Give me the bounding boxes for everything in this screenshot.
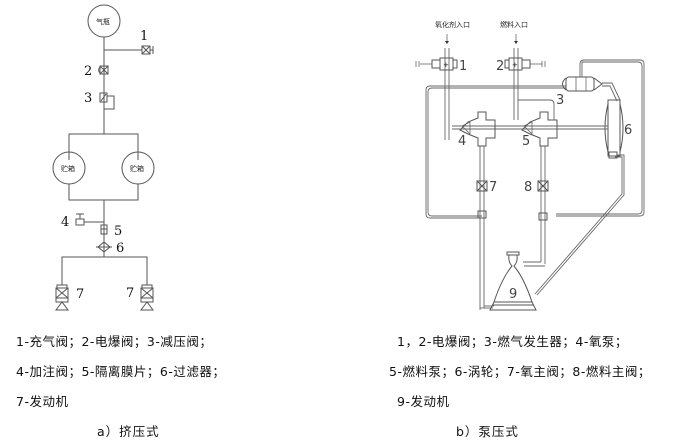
engine-7-right xyxy=(140,284,154,311)
callout-b-7: 7 xyxy=(489,180,497,195)
callout-b-4: 4 xyxy=(458,134,466,149)
callout-1: 1 xyxy=(140,29,148,44)
fuel-pump-5 xyxy=(521,111,558,147)
legend-b-line-2: 5-燃料泵；6-涡轮；7-氧主阀；8-燃料主阀； xyxy=(389,364,651,379)
callout-5: 5 xyxy=(114,224,122,239)
callout-b-8: 8 xyxy=(524,180,532,195)
tank-left-label: 贮箱 xyxy=(61,164,75,173)
callout-b-6: 6 xyxy=(624,123,632,138)
callout-2: 2 xyxy=(84,64,92,79)
explosive-valve-1: + xyxy=(415,48,458,140)
oxygen-main-valve-7 xyxy=(476,180,488,192)
svg-text:+: + xyxy=(443,61,449,69)
callout-b-9: 9 xyxy=(509,287,517,302)
fuel-main-valve-8 xyxy=(537,180,549,192)
callout-7-right: 7 xyxy=(126,286,134,301)
legend-a-line-1: 1-充气阀；2-电爆阀；3-减压阀； xyxy=(16,334,213,349)
gas-generator-3 xyxy=(562,76,603,92)
oxygen-pump-4 xyxy=(459,111,496,147)
callout-b-2: 2 xyxy=(496,59,504,74)
diagram-b-pump-fed: 氧化剂入口 燃料入口 + 1 + 2 xyxy=(415,20,645,311)
fill-valve-4 xyxy=(75,218,85,226)
legend-b-line-1: 1，2-电爆阀；3-燃气发生器；4-氧泵； xyxy=(397,334,628,349)
filter-6 xyxy=(97,241,111,253)
pressure-reducer-3 xyxy=(99,92,108,103)
callout-7-left: 7 xyxy=(76,287,84,302)
legend-a-line-3: 7-发动机 xyxy=(16,394,69,409)
caption-a: a）挤压式 xyxy=(97,424,160,439)
explosive-valve-2: + xyxy=(504,48,546,120)
caption-b: b）泵压式 xyxy=(456,424,519,439)
callout-4: 4 xyxy=(61,215,69,230)
explosive-valve-2 xyxy=(99,65,109,75)
callout-b-5: 5 xyxy=(522,134,530,149)
gas-bottle-label: 气瓶 xyxy=(96,17,110,26)
diagram-a-pressure-fed: 气瓶 1 2 3 贮箱 贮箱 4 5 xyxy=(52,4,155,311)
engine-9 xyxy=(489,251,537,311)
engine-7-left xyxy=(55,284,69,311)
callout-6: 6 xyxy=(116,241,124,256)
oxidizer-inlet-label: 氧化剂入口 xyxy=(435,20,470,29)
callout-b-3: 3 xyxy=(556,93,564,108)
fuel-inlet-label: 燃料入口 xyxy=(500,20,528,29)
legend-b-line-3: 9-发动机 xyxy=(397,394,450,409)
legend-a-line-2: 4-加注阀；5-隔离膜片；6-过滤器； xyxy=(16,364,226,379)
callout-3: 3 xyxy=(84,91,92,106)
svg-text:+: + xyxy=(512,61,518,69)
callout-b-1: 1 xyxy=(459,59,467,74)
tank-right-label: 贮箱 xyxy=(130,164,144,173)
